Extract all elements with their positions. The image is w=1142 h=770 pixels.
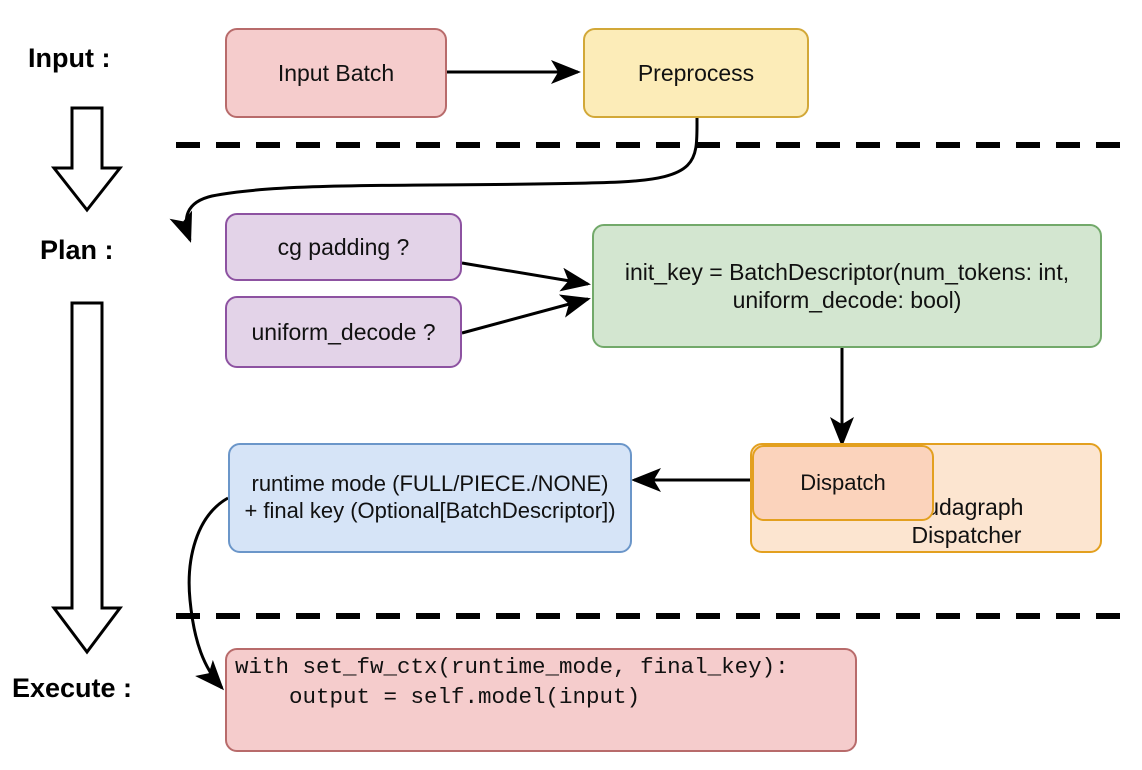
node-init-key-line2: uniform_decode: bool): [732, 287, 962, 313]
node-preprocess[interactable]: Preprocess: [583, 28, 809, 118]
node-cudagraph-dispatcher-line2: Dispatcher: [911, 521, 1022, 548]
node-uniform-decode-label: uniform_decode ?: [251, 318, 436, 345]
node-runtime-mode-line2: + final key (Optional[BatchDescriptor]): [244, 498, 616, 523]
node-execute-code-line1: with set_fw_ctx(runtime_mode, final_key)…: [235, 654, 789, 680]
stage-label-input: Input :: [28, 43, 111, 73]
node-init-key-line1: init_key = BatchDescriptor(num_tokens: i…: [624, 258, 1070, 285]
node-dispatch[interactable]: Dispatch: [752, 445, 934, 521]
node-init-key[interactable]: init_key = BatchDescriptor(num_tokens: i…: [592, 224, 1102, 348]
input-to-plan-block-arrow: [50, 106, 124, 213]
node-cg-padding-label: cg padding ?: [277, 233, 410, 260]
plan-to-execute-block-arrow: [51, 301, 123, 655]
arrow-preprocess-to-cg-padding: [169, 117, 699, 243]
node-uniform-decode[interactable]: uniform_decode ?: [225, 296, 462, 368]
node-dispatch-label: Dispatch: [800, 469, 886, 495]
node-cg-padding[interactable]: cg padding ?: [225, 213, 462, 281]
stage-label-execute: Execute :: [12, 673, 133, 703]
stage-label-plan: Plan :: [40, 235, 114, 265]
node-execute-code[interactable]: with set_fw_ctx(runtime_mode, final_key)…: [225, 648, 857, 752]
node-preprocess-label: Preprocess: [637, 59, 755, 86]
arrow-cg-padding-to-init-key: [461, 261, 591, 292]
node-execute-code-line2: output = self.model(input): [235, 684, 641, 711]
node-input-batch-label: Input Batch: [277, 59, 395, 86]
node-input-batch[interactable]: Input Batch: [225, 28, 447, 118]
arrow-uniform-decode-to-init-key: [461, 294, 591, 335]
arrow-runtime-mode-to-exec-code: [187, 496, 229, 691]
node-runtime-mode[interactable]: runtime mode (FULL/PIECE./NONE) + final …: [228, 443, 632, 553]
node-runtime-mode-line1: runtime mode (FULL/PIECE./NONE): [251, 471, 609, 497]
